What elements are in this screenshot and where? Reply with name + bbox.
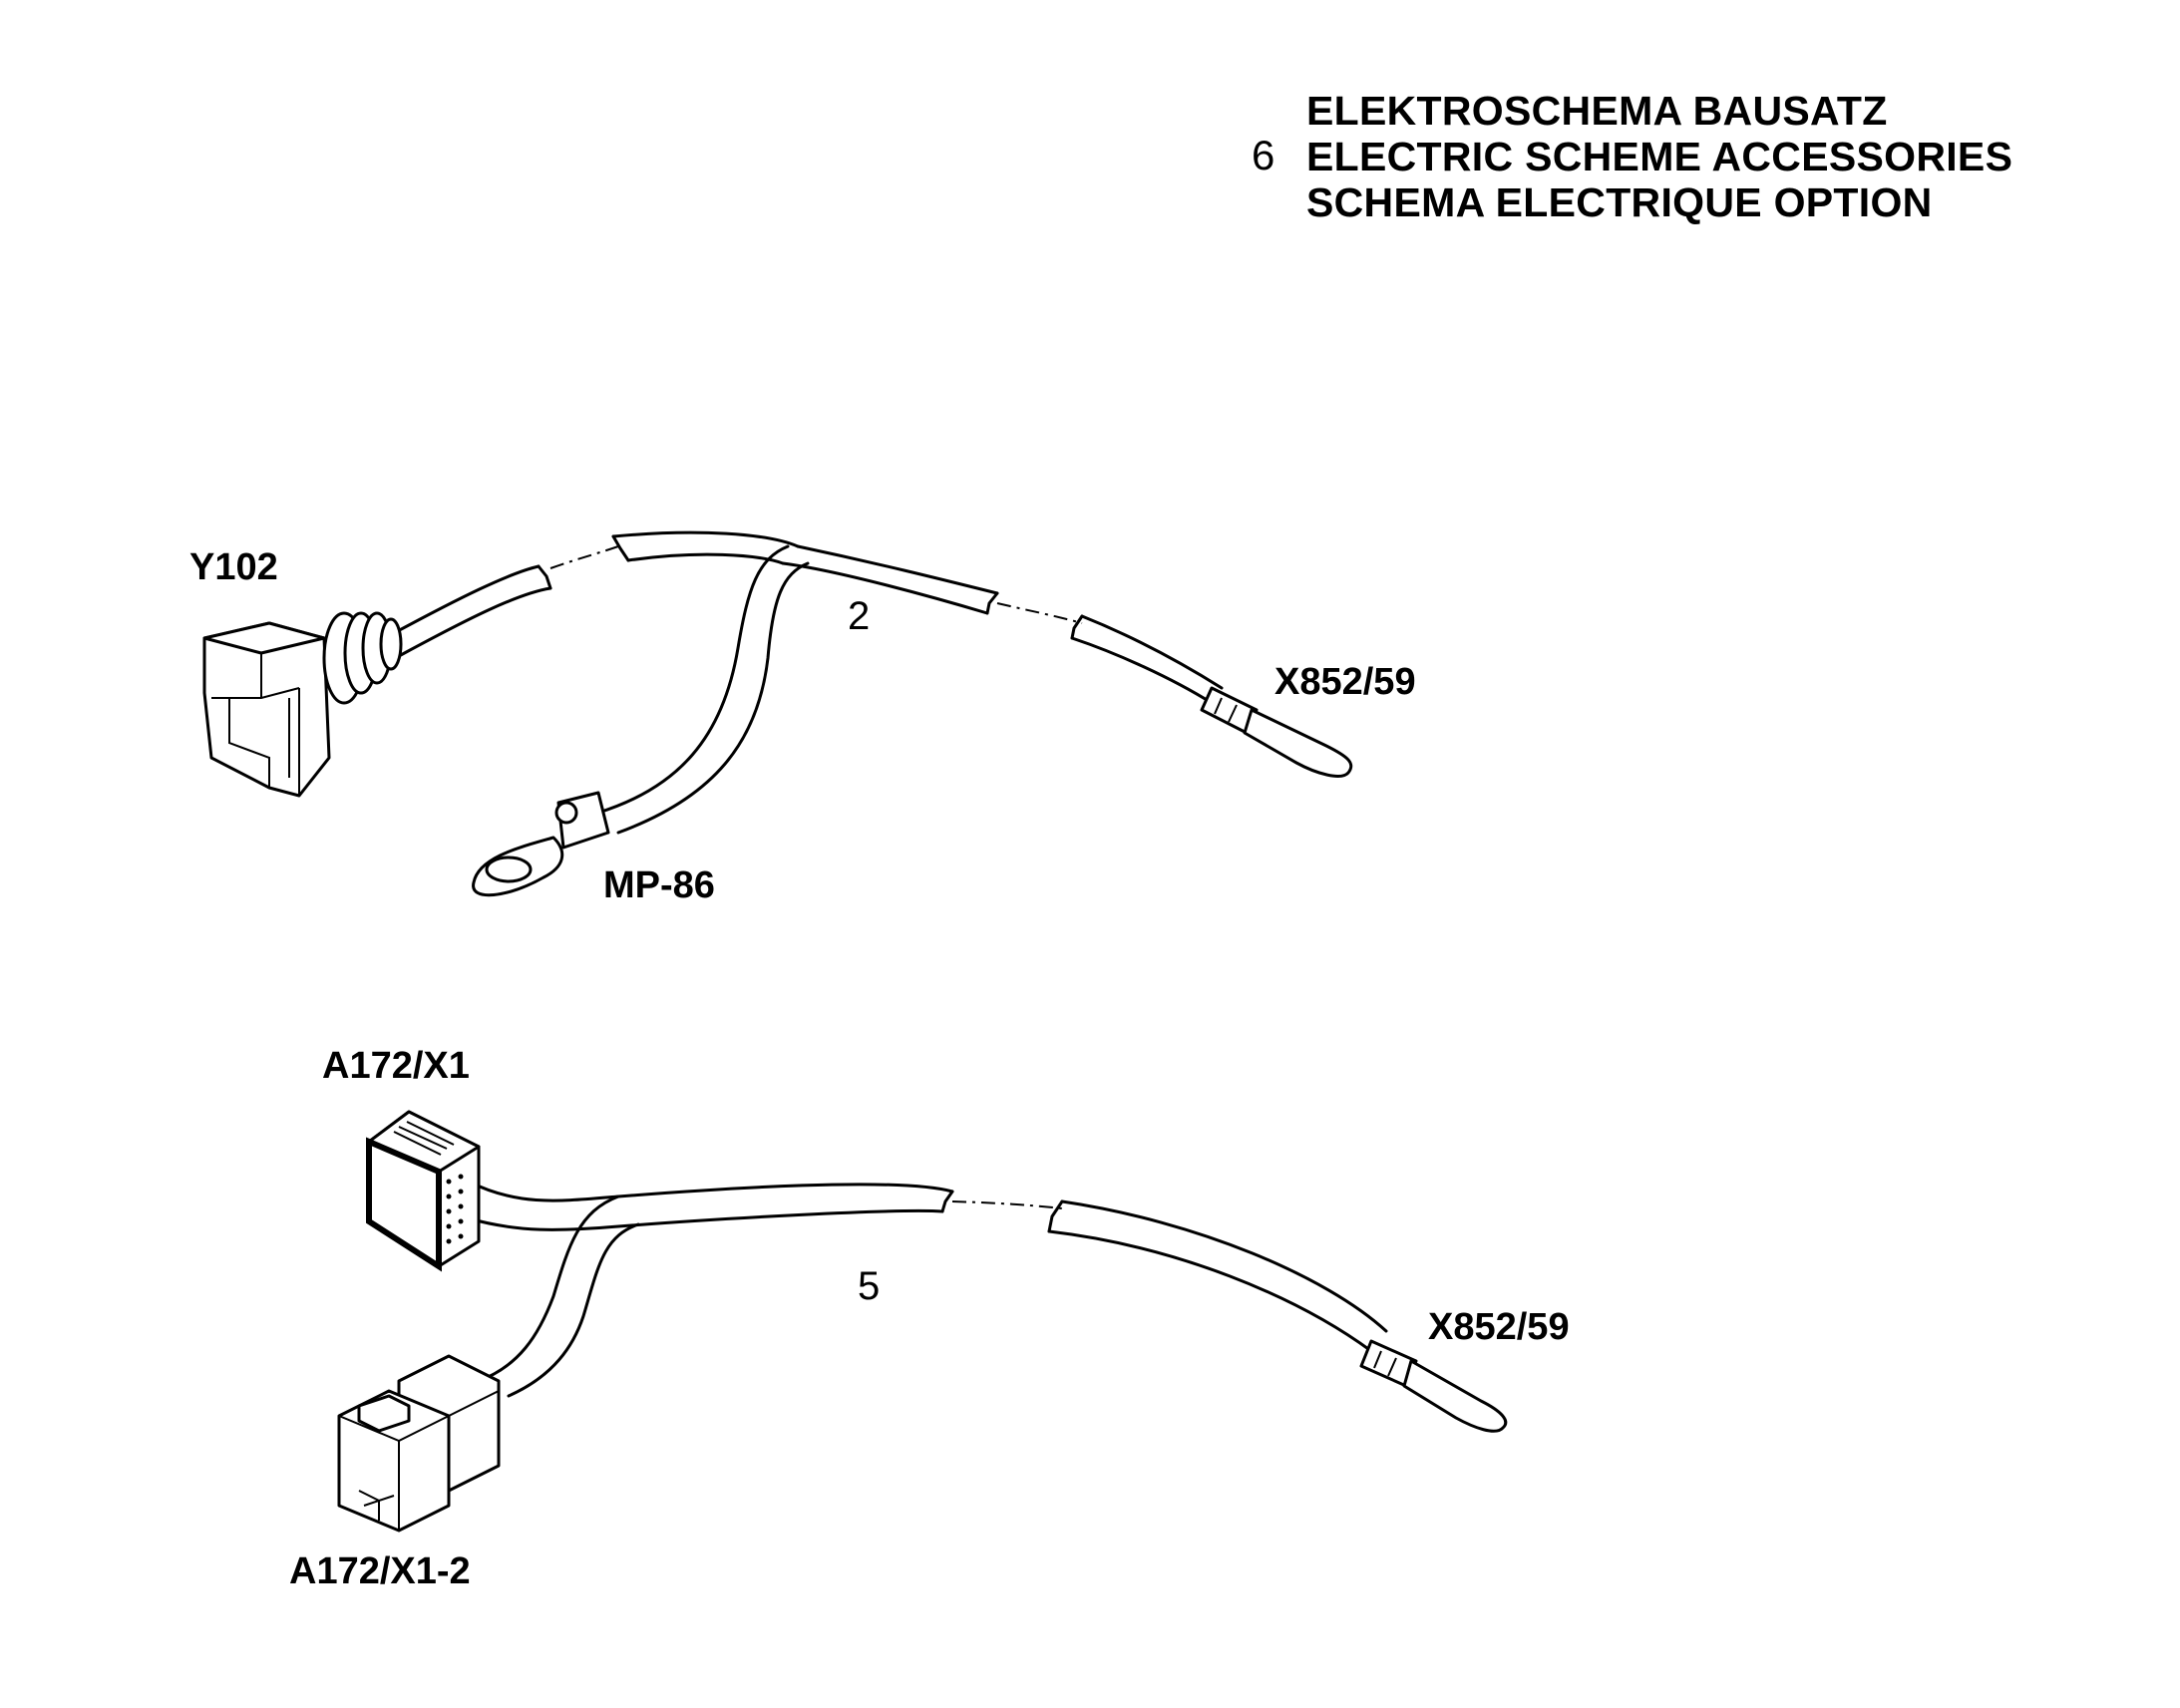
- harness-2-pin-terminal: [1359, 1339, 1508, 1433]
- a172-x1-connector: [366, 1110, 481, 1272]
- label-x852-59-top: X852/59: [1274, 661, 1416, 703]
- title-line-fr: SCHEMA ELECTRIQUE OPTION: [1306, 179, 1933, 225]
- title-line-en: ELECTRIC SCHEME ACCESSORIES: [1306, 134, 2013, 179]
- label-a172-x1: A172/X1: [322, 1045, 470, 1087]
- mp86-ring-terminal: [472, 791, 610, 897]
- label-x852-59-bottom: X852/59: [1428, 1306, 1570, 1348]
- item-number-5: 5: [858, 1264, 881, 1308]
- harness-2: [337, 1110, 1508, 1533]
- harness-1-pin-terminal: [1200, 686, 1353, 778]
- y102-connector: [202, 611, 403, 798]
- harness-1: [202, 530, 1353, 897]
- harness-2-cable-main: [467, 1180, 1388, 1353]
- label-y102: Y102: [189, 546, 278, 588]
- page-number: 6: [1252, 132, 1275, 178]
- item-number-2: 2: [848, 594, 871, 638]
- a172-x1-pin-holes: [446, 1174, 464, 1244]
- a172-x1-2-connector: [337, 1354, 501, 1533]
- harness-1-cable-branch: [596, 544, 810, 835]
- harness-2-cable-branch: [477, 1195, 640, 1398]
- harness-1-cable-main: [392, 530, 1224, 705]
- label-mp-86: MP-86: [603, 864, 715, 906]
- title-line-de: ELEKTROSCHEMA BAUSATZ: [1306, 88, 1888, 134]
- label-a172-x1-2: A172/X1-2: [289, 1550, 471, 1592]
